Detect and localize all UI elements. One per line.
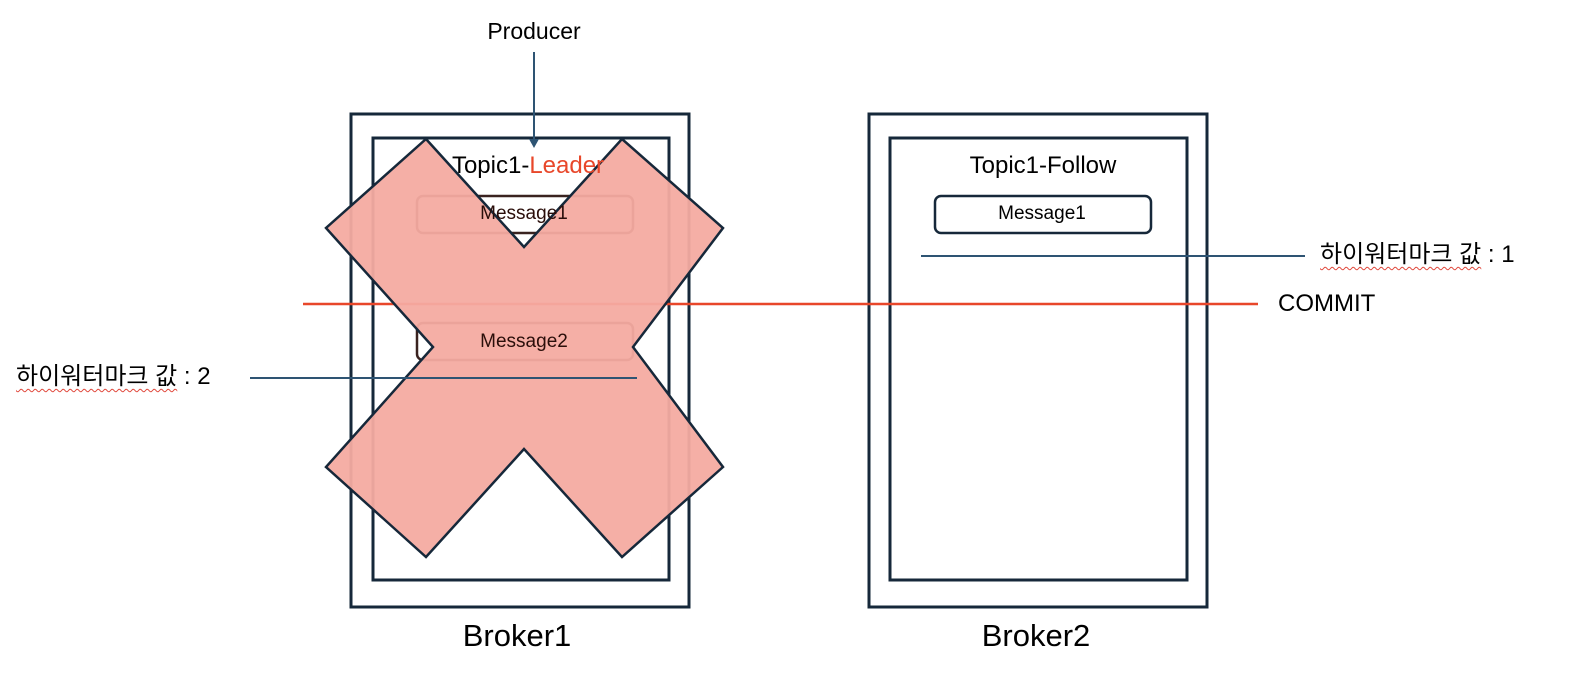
leader-message1-label: Message1: [480, 203, 568, 224]
leader-role-label: Leader: [529, 152, 605, 179]
leader-message2-label: Message2: [480, 331, 568, 352]
follow-topic-box: [888, 136, 1189, 582]
broker2-label: Broker2: [981, 618, 1091, 653]
follow-topic-title: Topic1-Follow: [970, 154, 1117, 178]
follow-role-label: Follow: [1047, 152, 1117, 179]
follower-hw-separator: :: [1481, 241, 1502, 268]
follow-topic-prefix: Topic1-: [969, 152, 1048, 179]
leader-high-watermark: 하이워터마크 값 : 2: [16, 365, 211, 389]
leader-topic-box: [371, 136, 671, 582]
producer-label: Producer: [487, 18, 581, 44]
follower-hw-text: 하이워터마크 값: [1320, 241, 1482, 268]
producer-arrowhead: [529, 139, 539, 148]
follow-message1-label: Message1: [998, 203, 1086, 224]
commit-label: COMMIT: [1278, 290, 1376, 317]
leader-hw-text: 하이워터마크 값: [16, 363, 178, 390]
broker1-label: Broker1: [462, 618, 572, 653]
follower-high-watermark: 하이워터마크 값 : 1: [1320, 243, 1515, 267]
leader-hw-value: 2: [197, 363, 211, 390]
leader-topic-prefix: Topic1-: [451, 152, 530, 179]
follow-message1-box: [933, 194, 1153, 235]
broker-failure-cross: [324, 137, 725, 559]
leader-hw-separator: :: [177, 363, 198, 390]
leader-topic-title: Topic1-Leader: [452, 154, 604, 178]
broker1-box: [349, 112, 691, 609]
follower-hw-value: 1: [1501, 241, 1515, 268]
broker2-box: [867, 112, 1209, 609]
